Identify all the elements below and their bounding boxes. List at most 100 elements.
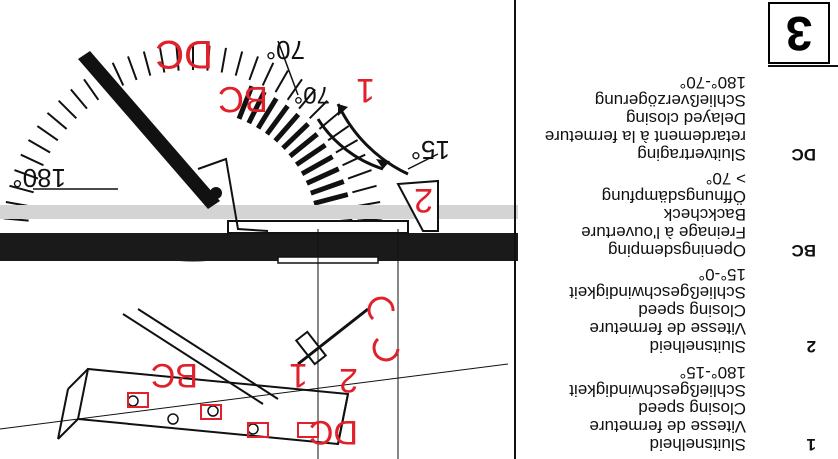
fan-segment [298,88,316,110]
fan-segment [308,99,329,120]
closer-body-drawing [0,229,509,459]
arrow-head-1 [338,104,348,116]
fan-segment [142,51,152,76]
door-frame-bar [0,233,518,261]
fan-bar [313,192,349,206]
housing-end [57,388,69,440]
fan-bar [294,142,327,167]
legend-line: Closing speed [638,301,746,320]
rotate-arrow-1 [372,337,400,362]
legend-key: BC [791,241,816,260]
fan-segment [335,139,359,154]
screw-1 [167,413,179,425]
legend-key: DC [791,145,816,164]
legend-line: Closing speed [638,399,746,418]
angle-15: 15° [411,135,450,165]
fan-segment [127,56,138,81]
legend-line: 180°-70° [679,73,746,92]
guide-15 [407,153,439,170]
legend-key: 2 [806,337,816,356]
fan-bar [255,97,279,130]
housing-side [57,418,79,440]
fan-segment [248,56,259,81]
screw-2-label: 2 [339,361,358,399]
housing-side-2 [67,368,89,390]
door-leaf [78,51,220,209]
legend-line: Sluitvertraging [637,145,746,164]
latch-zone-cone [396,179,439,232]
fan-segment [83,78,100,101]
fan-segment [234,51,244,76]
legend-line: 180°-15° [679,363,746,382]
screw-1-marker [127,392,149,408]
closing-arrows [316,103,409,176]
legend-line: Schließverzögerung [594,91,746,110]
legend-key: 1 [806,435,816,454]
bc-label: BC [218,79,268,120]
fan-segment [111,62,125,86]
fan-bar [264,104,290,136]
screw-2-marker [297,422,319,438]
fan-segment [46,112,68,130]
arrow-arc-outer [336,103,409,176]
fan-segment [342,153,366,167]
fan-segment [9,184,34,194]
legend-line: Öffnungsdämpfung [601,187,746,206]
door-bottom-line [0,363,509,430]
legend-lines: Openingsdemping Freinage à l'ouverture B… [581,169,746,260]
pivot-point [210,187,222,199]
zone-2-label: 2 [414,181,433,219]
screwdriver-handle [294,330,328,366]
screw-bc [207,405,219,417]
screw-1-label: 1 [289,356,308,394]
rotation-arrows [367,296,400,362]
fan-bar [273,112,301,143]
screw-dc-marker [247,422,269,438]
angle-180: 180° [12,163,66,193]
angle-70-top: 70° [266,35,305,65]
fan-segment [20,153,44,167]
fan-segment [206,45,211,71]
guide-70-top [277,40,299,96]
housing-edge [337,393,349,445]
fan-segment [70,88,88,110]
fan-segment [274,69,289,93]
fan-segment [352,184,377,194]
fan-segment [57,99,78,120]
fan-bar [305,166,340,186]
fan-segment [220,47,227,73]
legend-line: retardement à la fermeture [544,127,746,146]
legend-line: Freinage à l'ouverture [581,223,746,242]
fan-segment [286,78,303,101]
adjust-screws [127,392,319,438]
legend-line: Delayed closing [625,109,746,128]
screw-2 [127,395,139,407]
arm-rod [137,308,279,400]
arm-rod-2 [122,313,264,405]
legend-line: Sluitsnelheid [649,337,746,356]
legend-lines: Sluitsnelheid Vitesse de fermeture Closi… [569,363,746,454]
angle-70-mid: 70° [294,81,330,108]
screwdriver-shaft [297,307,369,366]
fan-bar [300,154,334,176]
fan-segment [27,139,51,154]
legend-line: Vitesse de fermeture [589,417,746,436]
arrow-head-2 [376,159,390,169]
fan-bar [288,132,319,159]
legend-line: Sluitsnelheid [649,435,746,454]
fan-bar [281,122,310,151]
dc-body-label: DC [309,413,358,451]
legend: 1 Sluitsnelheid Vitesse de fermeture Clo… [516,0,816,459]
legend-line: Openingsdemping [608,241,746,260]
legend-lines: Sluitsnelheid Vitesse de fermeture Closi… [569,265,746,356]
arrow-arc-inner [316,118,384,171]
zone-1-label: 1 [356,71,375,109]
closer-arm [197,157,269,232]
legend-line: Schließgeschwindigkeit [569,283,746,302]
fan-bar [309,179,345,196]
screw-bc-marker [200,404,222,420]
fan-bar [246,90,267,125]
fan-segment [175,45,180,71]
